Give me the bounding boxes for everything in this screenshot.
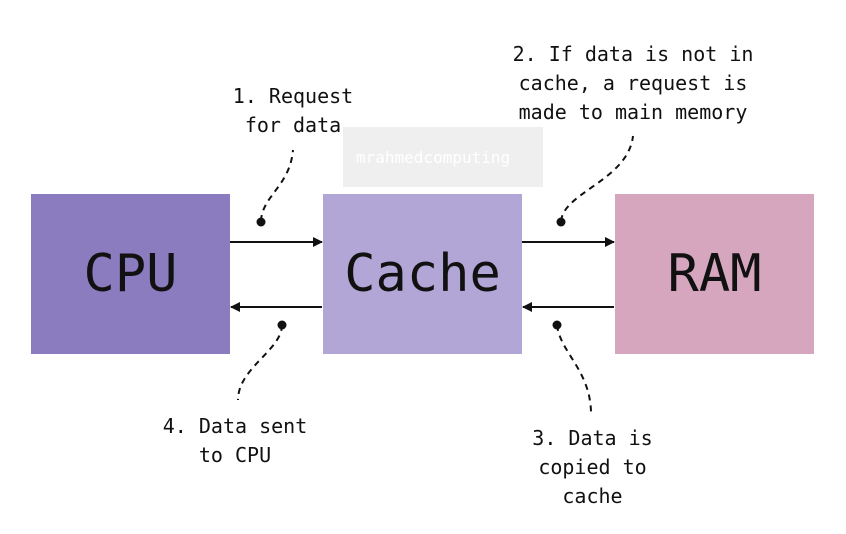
ram-label: RAM xyxy=(667,244,762,304)
step-3-label: 3. Data is copied to cache xyxy=(532,426,653,508)
leader-step-4 xyxy=(237,324,283,401)
leader-dot-step-3 xyxy=(552,320,562,330)
step-1-label: 1. Request for data xyxy=(232,84,354,137)
leader-dot-step-4 xyxy=(277,320,287,330)
watermark: mrahmedcomputing xyxy=(343,127,543,187)
step-2-label: 2. If data is not in cache, a request is… xyxy=(512,42,754,124)
ram-box: RAM xyxy=(615,194,814,354)
cpu-box: CPU xyxy=(31,194,230,354)
cpu-label: CPU xyxy=(83,244,178,304)
step-4-label: 4. Data sent to CPU xyxy=(162,414,308,467)
leader-dot-step-2 xyxy=(556,217,566,227)
leader-step-2 xyxy=(560,135,634,222)
leader-dot-step-1 xyxy=(256,217,266,227)
cache-box: Cache xyxy=(323,194,522,354)
cache-label: Cache xyxy=(344,244,501,304)
leader-step-1 xyxy=(260,149,294,222)
leader-step-3 xyxy=(556,324,592,413)
